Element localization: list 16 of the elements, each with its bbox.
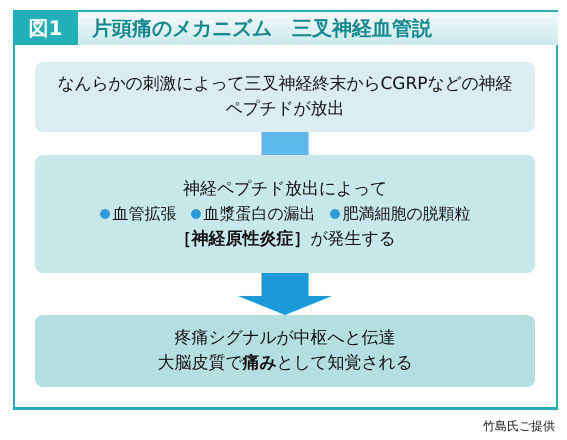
bullet-item: 血管拡張 [100, 202, 176, 226]
bullet-item: 血漿蛋白の漏出 [190, 202, 316, 226]
box-text: なんらかの刺激によって三叉神経終末からCGRPなどの神経ペプチドが放出 [56, 73, 514, 121]
process-box [35, 155, 535, 273]
bullet-item: 肥満細胞の脱顆粒 [330, 202, 470, 226]
connector-bar [262, 132, 308, 155]
box-text: 大脳皮質で痛みとして知覚される [158, 352, 412, 375]
box-text: ［神経原性炎症］が発生する [174, 228, 396, 251]
process-box [35, 315, 535, 387]
process-box [35, 62, 535, 132]
title: 片頭痛のメカニズム 三叉神経血管説 [92, 15, 432, 42]
caption: 竹島氏ご提供 [483, 418, 555, 435]
box-heading: 神経ペプチド放出によって [183, 178, 387, 201]
figure-number: 図1 [13, 12, 78, 45]
box-text: 疼痛シグナルが中枢へと伝達 [174, 327, 396, 350]
block-arrow [238, 273, 332, 315]
